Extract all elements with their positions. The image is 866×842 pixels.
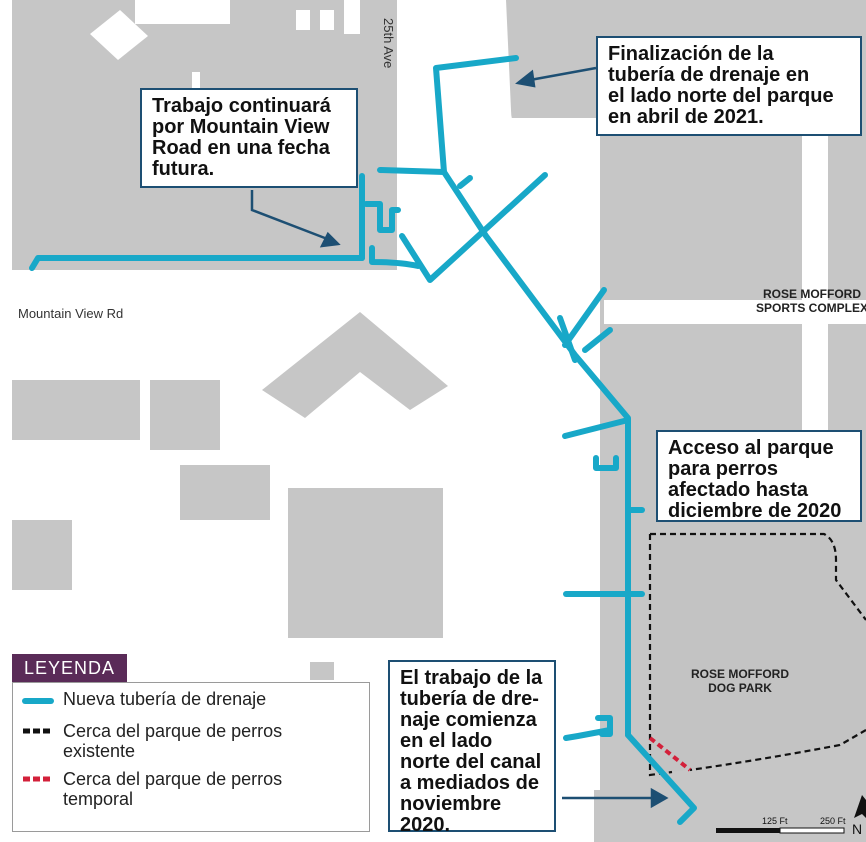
building — [600, 330, 800, 440]
building — [135, 0, 230, 24]
drain-pipe — [377, 167, 447, 175]
drain-pipe — [29, 255, 365, 271]
drain-pipe-network — [29, 55, 697, 825]
building — [12, 520, 72, 590]
drain-pipe — [562, 287, 607, 348]
scale-bar: 125 Ft 250 Ft — [716, 800, 846, 836]
legend-item: Cerca del parque de perros existente — [21, 721, 361, 761]
road-upper-east — [484, 0, 602, 191]
building — [150, 380, 220, 450]
legend: LEYENDA Nueva tubería de drenaje Cerca d… — [12, 654, 370, 832]
callout-north-side: Finalización de la tubería de drenaje en… — [596, 36, 862, 136]
building — [12, 380, 140, 440]
north-arrow-icon — [854, 795, 866, 818]
callout-canal-start: El trabajo de la tubería de dre- naje co… — [388, 660, 556, 836]
avenue-label: 25th Ave — [381, 18, 396, 68]
building — [288, 488, 443, 638]
callout-dog-park-access: Acceso al parque para perros afectado ha… — [656, 430, 862, 522]
building — [600, 119, 800, 300]
arrow-mountain-view — [250, 190, 331, 242]
dog-park-label: DOG PARK — [708, 681, 772, 695]
drain-pipe — [582, 327, 613, 353]
drain-pipe — [595, 715, 613, 737]
arrowhead — [650, 787, 669, 809]
sports-complex-label: SPORTS COMPLEX — [756, 301, 866, 315]
building — [310, 662, 334, 680]
building — [344, 0, 360, 34]
building — [262, 312, 448, 418]
building — [90, 10, 148, 60]
drain-pipe-swatch-icon — [21, 689, 55, 713]
sports-complex-label: ROSE MOFFORD — [763, 287, 861, 301]
scale-label-mid: 125 Ft — [762, 816, 788, 826]
legend-title: LEYENDA — [12, 654, 128, 682]
dog-park-label: ROSE MOFFORD — [691, 667, 789, 681]
legend-label: Cerca del parque de perros existente — [63, 721, 283, 761]
drain-pipe — [457, 175, 473, 189]
dog-park — [650, 534, 866, 775]
building — [296, 10, 310, 30]
arrowhead — [515, 69, 536, 88]
building — [180, 465, 270, 520]
temporary-fence — [648, 736, 692, 772]
drain-pipe — [369, 245, 421, 269]
legend-body: Nueva tubería de drenaje Cerca del parqu… — [12, 682, 370, 832]
scale-label-end: 250 Ft — [820, 816, 846, 826]
arrow-north-side — [529, 66, 597, 82]
legend-label: Nueva tubería de drenaje — [63, 689, 267, 709]
legend-item: Cerca del parque de perros temporal — [21, 769, 361, 809]
existing-fence-swatch-icon — [21, 721, 55, 745]
road-label: Mountain View Rd — [18, 306, 123, 321]
drain-pipe — [562, 417, 631, 439]
building — [802, 120, 828, 450]
road-mountain-view — [0, 130, 866, 318]
north-label: N — [852, 821, 862, 837]
legend-item: Nueva tubería de drenaje — [21, 689, 361, 713]
callout-mountain-view: Trabajo continuará por Mountain View Roa… — [140, 88, 358, 188]
drain-pipe — [363, 201, 401, 233]
drain-pipe — [433, 55, 519, 175]
drain-pipe — [563, 727, 613, 741]
drain-pipe — [625, 732, 697, 825]
temporary-fence-swatch-icon — [21, 769, 55, 793]
callout-arrows — [250, 66, 669, 809]
drain-pipe — [593, 455, 619, 471]
drain-pipe — [399, 172, 548, 283]
building — [320, 10, 334, 30]
building — [192, 72, 200, 88]
arrowhead — [319, 231, 341, 248]
legend-label: Cerca del parque de perros temporal — [63, 769, 283, 809]
